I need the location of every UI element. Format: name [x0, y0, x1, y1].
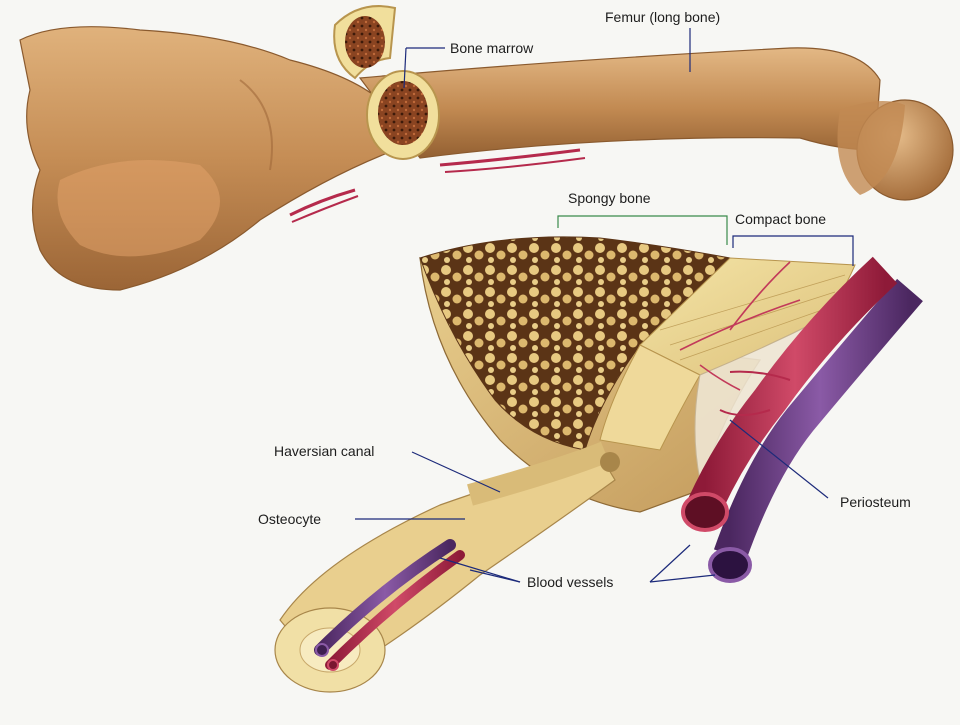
spongy-bone-face — [419, 236, 732, 451]
leader-periosteum — [729, 419, 829, 499]
osteon-blood-vessels — [314, 539, 465, 671]
femur-distal-end — [19, 26, 396, 291]
bone-marrow-core — [378, 81, 428, 145]
bracket-compact-bone — [732, 235, 854, 266]
leader-blood-vessels-b — [469, 569, 521, 583]
large-vein — [713, 278, 923, 561]
label-femur: Femur (long bone) — [605, 9, 720, 25]
label-osteocyte: Osteocyte — [258, 511, 321, 527]
femur-illustration — [19, 5, 954, 291]
leader-blood-vessels-d — [649, 574, 716, 583]
osteon-illustration — [274, 441, 620, 693]
large-artery — [688, 256, 898, 513]
label-blood-vessels: Blood vessels — [527, 574, 613, 590]
leader-blood-vessels-c — [649, 544, 691, 583]
labels: Femur (long bone) Bone marrow Spongy bon… — [258, 9, 911, 590]
leader-lines — [355, 28, 854, 583]
bracket-spongy-bone — [557, 215, 728, 245]
leader-blood-vessels-a — [439, 557, 521, 583]
label-compact-bone: Compact bone — [735, 211, 826, 227]
label-spongy-bone: Spongy bone — [568, 190, 651, 206]
large-blood-vessels — [681, 256, 923, 583]
leader-haversian-canal — [411, 451, 501, 493]
label-haversian-canal: Haversian canal — [274, 443, 374, 459]
label-bone-marrow: Bone marrow — [450, 40, 534, 56]
label-periosteum: Periosteum — [840, 494, 911, 510]
femur-shaft — [358, 47, 881, 159]
